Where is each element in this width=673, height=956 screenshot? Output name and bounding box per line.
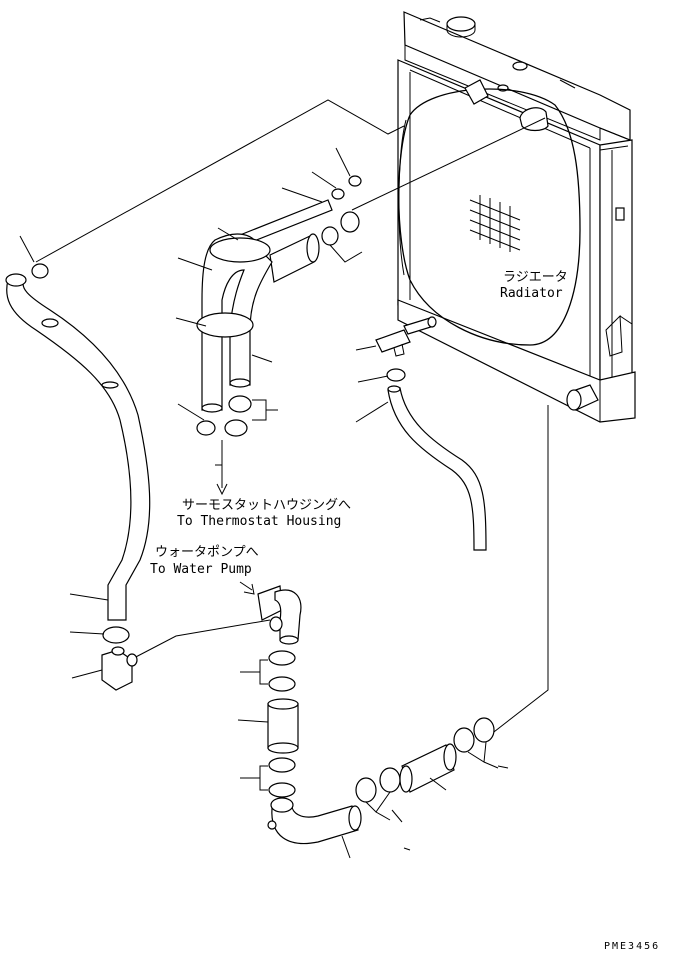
water-pump-hose-chain: ウォータポンプへ To Water Pump [150,545,499,844]
thermostat-label-jp: サーモスタットハウジングへ [182,498,351,513]
radiator-label-jp: ラジエータ [503,270,568,285]
radiator-label-en: Radiator [500,286,563,301]
drawing-code: PME3456 [604,941,660,952]
radiator-assembly: ラジエータ Radiator [375,11,636,423]
connection-lines [35,99,549,736]
drain-hose [386,368,487,551]
thermostat-label-en: To Thermostat Housing [177,514,341,529]
waterpump-label-en: To Water Pump [150,562,252,577]
upper-hose-assembly: サーモスタットハウジングへ To Thermostat Housing [177,175,363,529]
waterpump-label-jp: ウォータポンプへ [155,545,259,560]
callout-leaders [19,147,509,859]
left-hose-assembly [5,263,151,691]
